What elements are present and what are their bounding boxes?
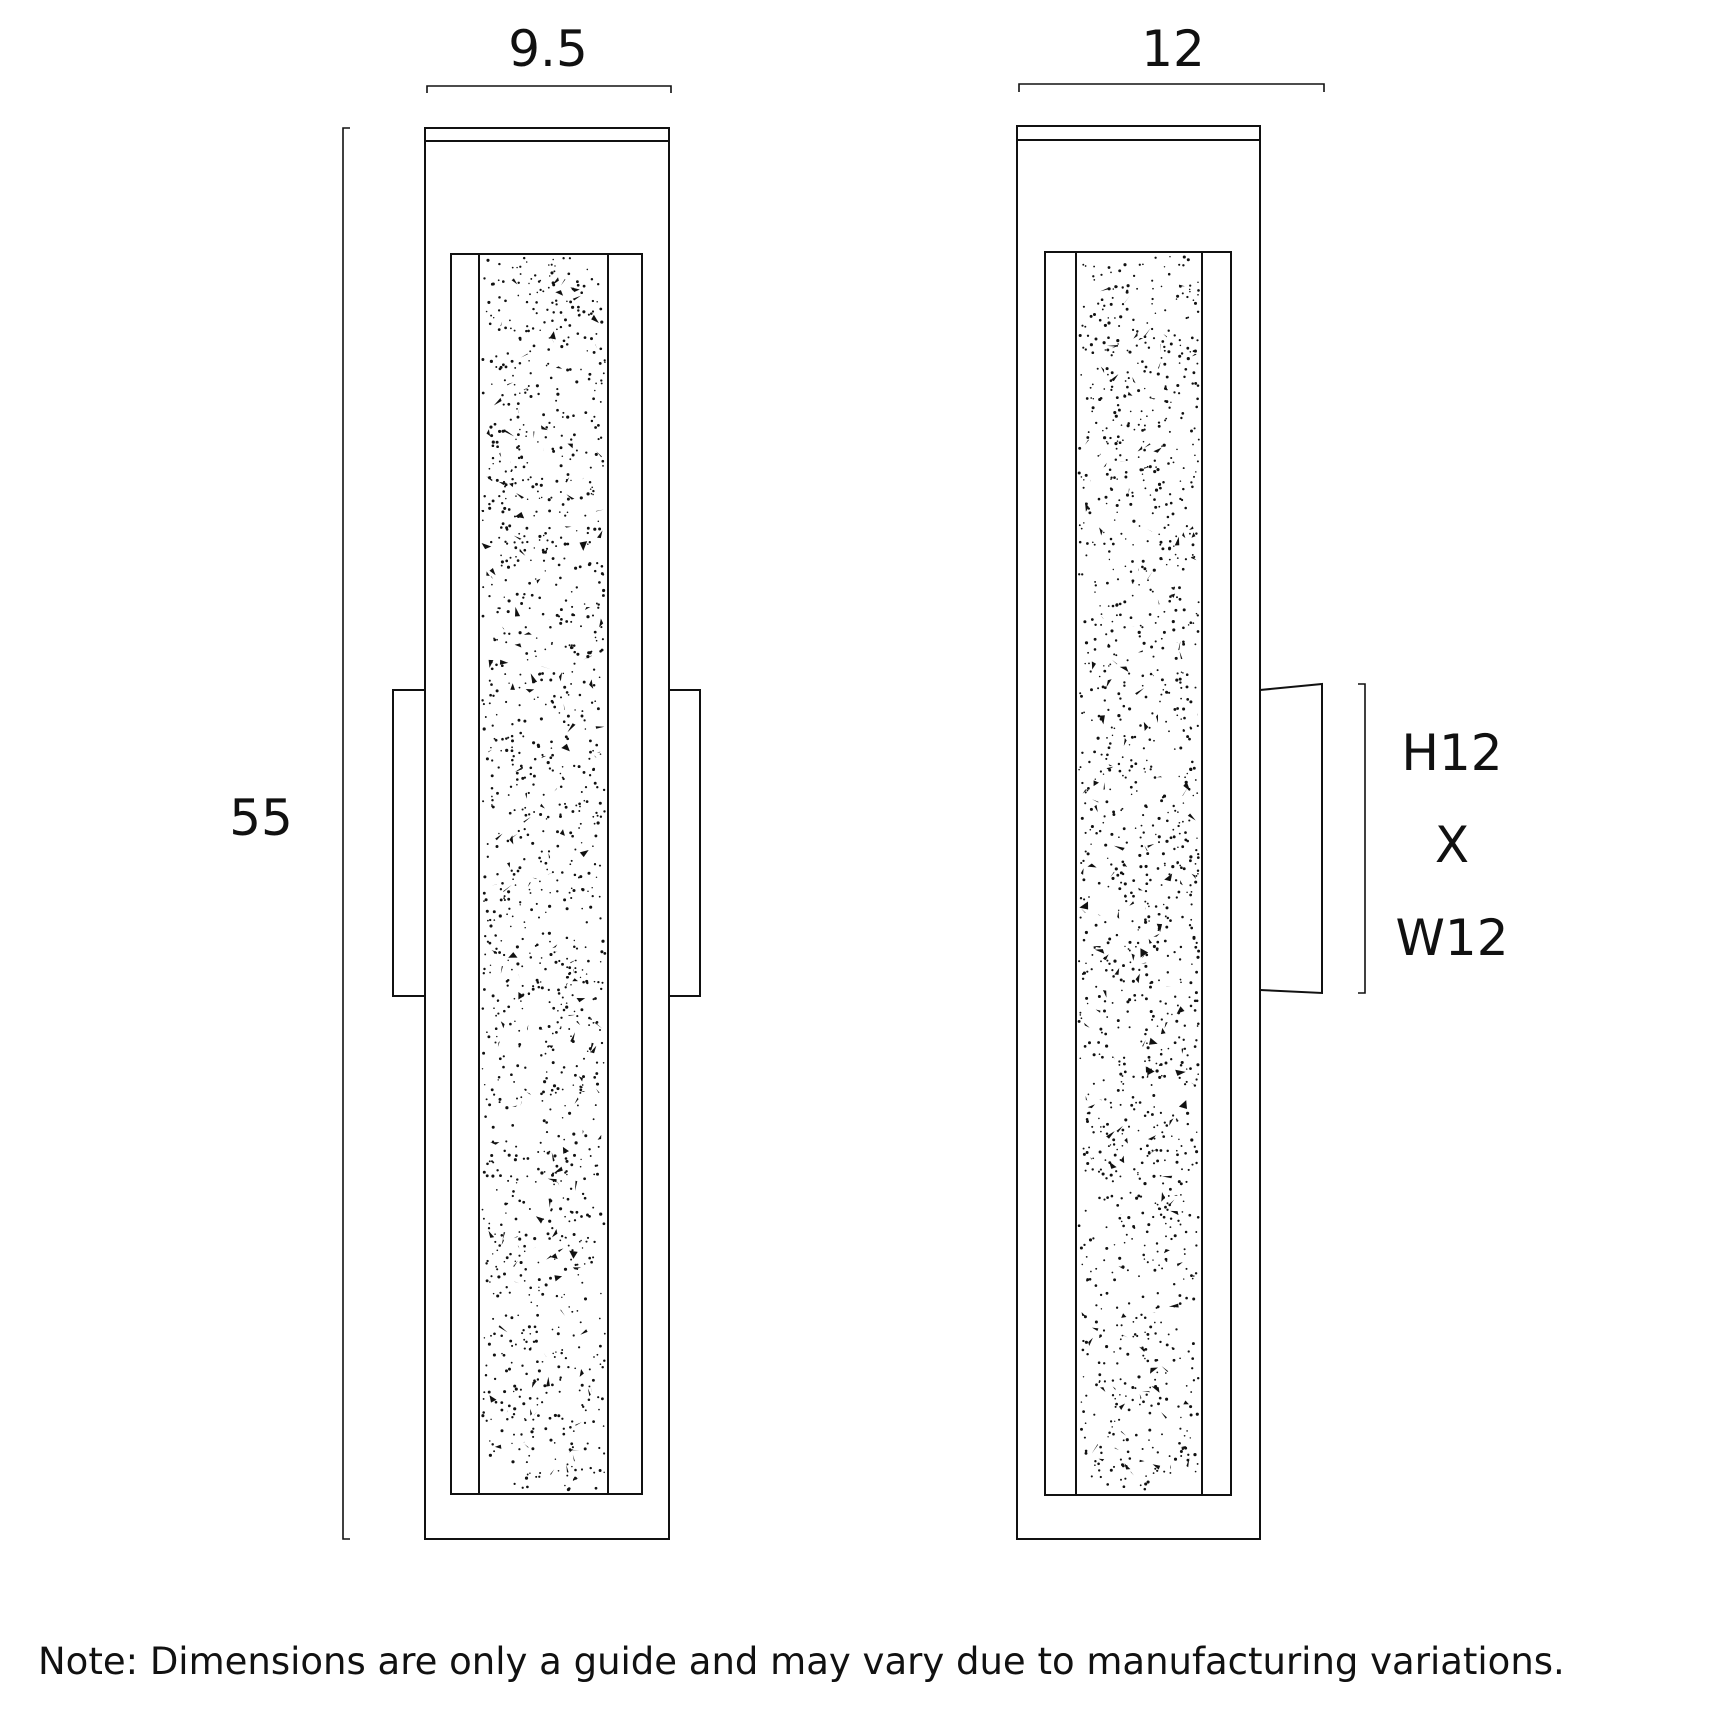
side-view <box>1016 125 1323 1540</box>
front-bracket-right <box>669 689 701 997</box>
front-inner-frame <box>450 253 643 1495</box>
side-width-bracket <box>1018 83 1325 92</box>
front-diffuser-texture <box>481 256 607 1492</box>
base-bracket <box>1358 683 1366 994</box>
side-width-label: 12 <box>1141 20 1205 78</box>
base-height-label: H12 <box>1401 724 1502 782</box>
height-bracket <box>342 127 350 1540</box>
dimension-lines <box>342 83 1366 1540</box>
front-view <box>392 127 701 1540</box>
base-x-label: X <box>1435 816 1469 874</box>
side-inner-frame <box>1044 251 1232 1496</box>
front-width-label: 9.5 <box>508 20 588 78</box>
side-wall-bracket <box>1259 682 1323 995</box>
front-bracket-left <box>392 689 425 997</box>
front-width-bracket <box>426 85 672 93</box>
height-label: 55 <box>229 789 293 847</box>
front-body <box>424 127 670 1540</box>
side-body <box>1016 125 1261 1540</box>
base-width-label: W12 <box>1395 909 1508 967</box>
side-diffuser-texture <box>1077 255 1201 1491</box>
dimension-note: Note: Dimensions are only a guide and ma… <box>38 1640 1565 1683</box>
